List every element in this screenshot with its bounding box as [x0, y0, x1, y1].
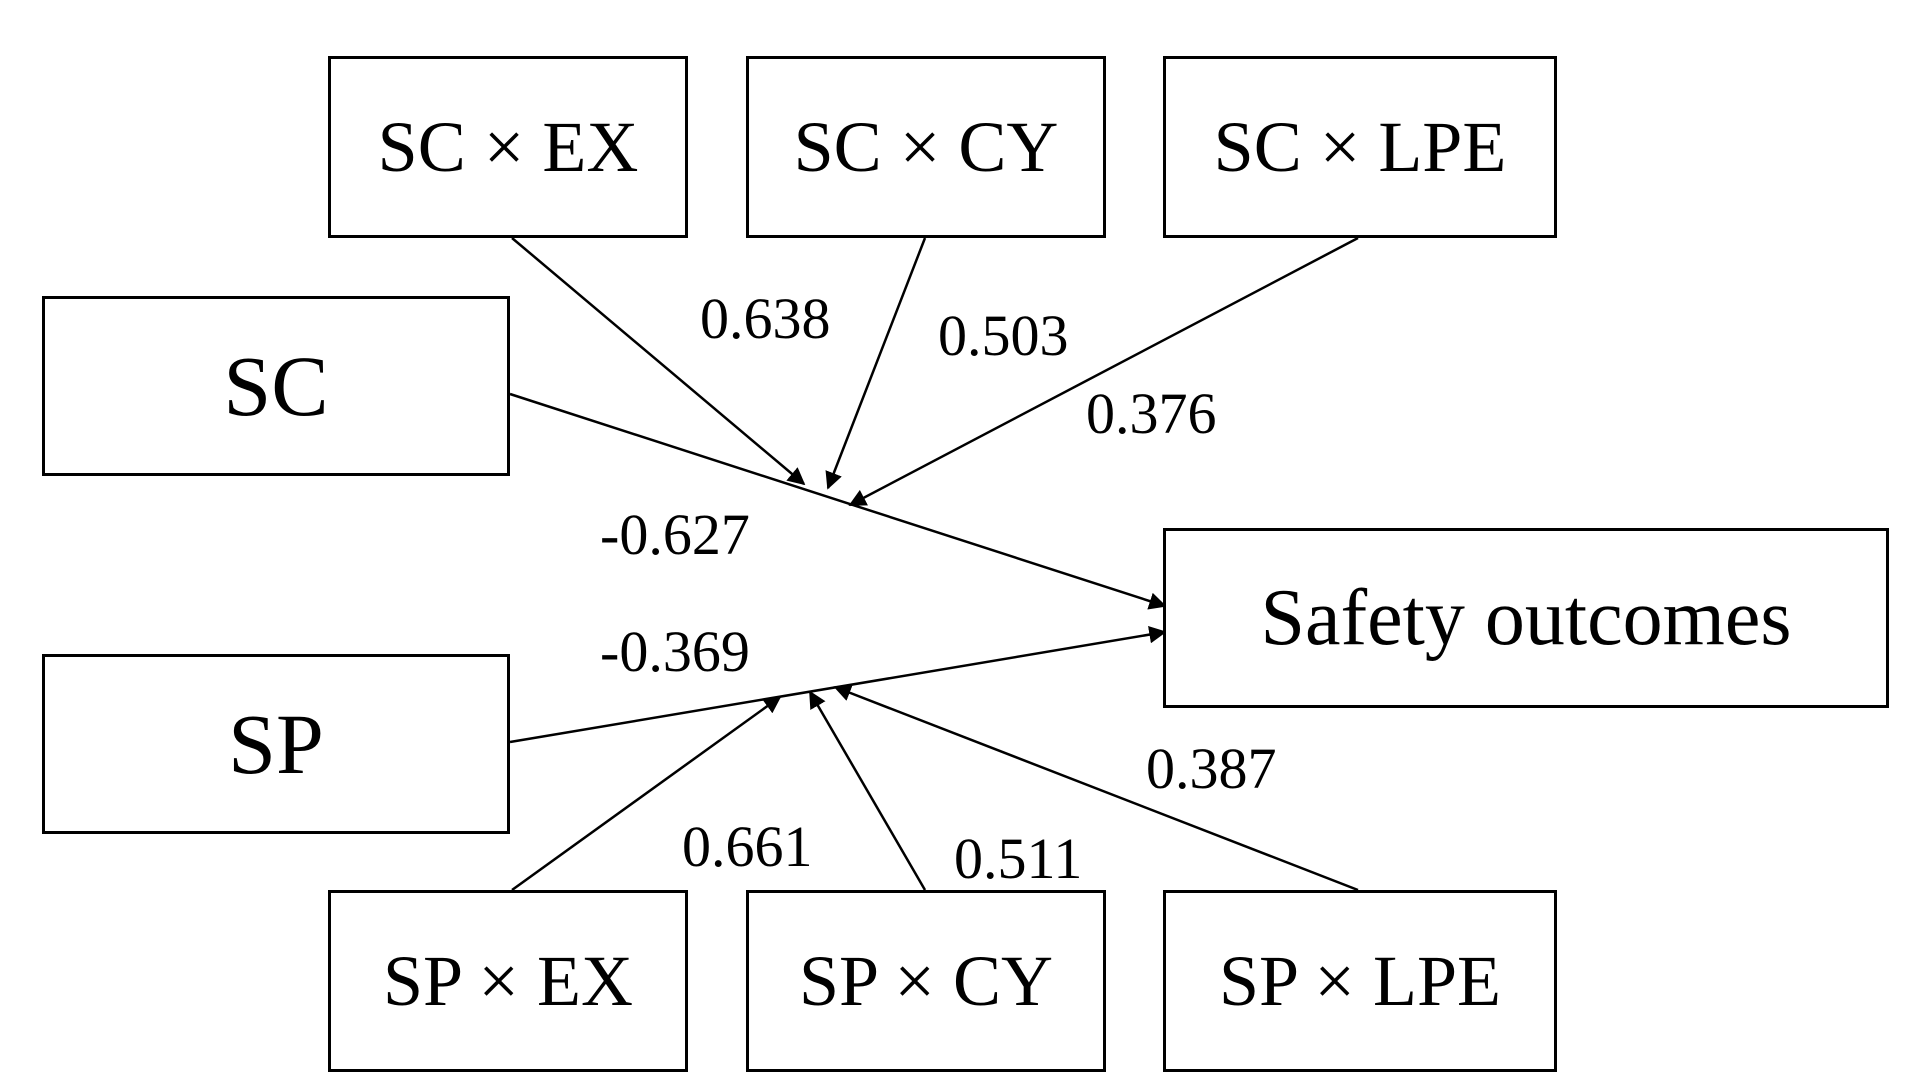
coef-sp: -0.369: [600, 619, 750, 684]
node-sp-lpe: SP × LPE: [1163, 890, 1557, 1072]
coef-sc-cy: 0.503: [938, 303, 1069, 368]
path-sp-ex-moderation: [511, 695, 782, 892]
path-sp-lpe-moderation: [833, 684, 1359, 892]
node-sp-cy: SP × CY: [746, 890, 1106, 1072]
node-sc-lpe: SC × LPE: [1163, 56, 1557, 238]
coef-sc: -0.627: [600, 502, 750, 567]
node-sc: SC: [42, 296, 510, 476]
node-sp: SP: [42, 654, 510, 834]
node-sc-cy: SC × CY: [746, 56, 1106, 238]
path-sc-lpe-moderation: [848, 236, 1359, 507]
coef-sp-lpe: 0.387: [1146, 736, 1277, 801]
path-sc-ex-moderation: [511, 237, 806, 486]
path-sc-cy-moderation: [825, 237, 927, 490]
coef-sp-ex: 0.661: [682, 814, 813, 879]
path-sp-cy-moderation: [808, 690, 927, 891]
coef-sc-ex: 0.638: [700, 286, 831, 351]
node-safety-outcomes: Safety outcomes: [1163, 528, 1889, 708]
coef-sp-cy: 0.511: [954, 826, 1083, 891]
node-sp-ex: SP × EX: [328, 890, 688, 1072]
coef-sc-lpe: 0.376: [1086, 381, 1217, 446]
path-sc-to-outcome: [509, 392, 1167, 610]
node-sc-ex: SC × EX: [328, 56, 688, 238]
